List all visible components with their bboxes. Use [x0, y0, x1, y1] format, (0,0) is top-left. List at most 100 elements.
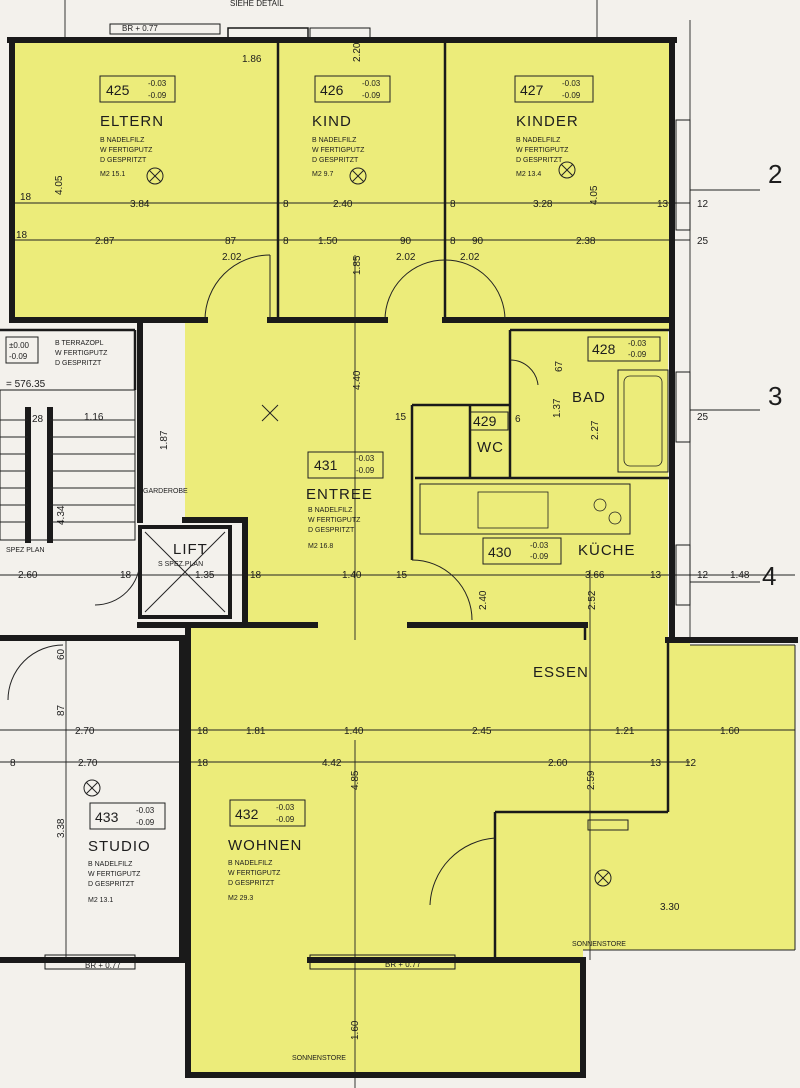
dim-lower-b: 4.42: [322, 758, 342, 769]
dim-vertical: 1.37: [552, 398, 563, 418]
dim-misc: 60: [56, 648, 67, 660]
finish-wall-426: W FERTIGPUTZ: [312, 147, 365, 154]
room-name-eltern: ELTERN: [100, 113, 164, 130]
dim-ventilation: 1.86: [242, 54, 262, 65]
dim-lower-a: 1.21: [615, 726, 635, 737]
dim-misc: 1.16: [84, 412, 104, 423]
dim-second-row: 2.02: [222, 252, 242, 263]
label-essen: ESSEN: [533, 664, 589, 681]
dim-second-row: 8: [450, 236, 456, 247]
room-code-top-431: -0.03: [356, 454, 375, 463]
dim-mid-row: 12: [697, 570, 709, 581]
dim-top-row: 13: [657, 199, 669, 210]
dim-lower-a: 2.45: [472, 726, 492, 737]
light-symbols: [83, 161, 612, 887]
room-num-428: 428: [592, 341, 616, 357]
dim-second-row: 2.02: [396, 252, 416, 263]
dim-mid-row: 3.66: [585, 570, 605, 581]
dim-vertical: 4.40: [352, 370, 363, 390]
room-code-top-426: -0.03: [362, 79, 381, 88]
dim-lower-b: 13: [650, 758, 662, 769]
dim-lower-a: 1.40: [344, 726, 364, 737]
finish-floor-427: B NADELFILZ: [516, 137, 561, 144]
label-sonnenstore-terrace: SONNENSTORE: [572, 941, 626, 948]
stair-finish-wall: W FERTIGPUTZ: [55, 350, 108, 357]
dim-top-row: 8: [450, 199, 456, 210]
dim-top-row: 8: [283, 199, 289, 210]
room-num-431: 431: [314, 457, 338, 473]
room-code-bot-427: -0.09: [562, 91, 581, 100]
sill-label-top: BR + 0.77: [122, 24, 158, 33]
dim-top-row: 3.84: [130, 199, 150, 210]
stair-finish-floor: B TERRAZOPL: [55, 340, 104, 347]
room-code-bot-430: -0.09: [530, 552, 549, 561]
room-area-426: M2 9.7: [312, 171, 334, 178]
dim-lower-a: 1.81: [246, 726, 266, 737]
room-code-bot-433: -0.09: [136, 818, 155, 827]
dim-misc: 28: [32, 414, 44, 425]
dim-second-row: 2.87: [95, 236, 115, 247]
room-code-top-432: -0.03: [276, 803, 295, 812]
stair-code-top: ±0.00: [9, 341, 30, 350]
dim-second-row: 90: [472, 236, 484, 247]
dim-top-row: 18: [20, 192, 32, 203]
dim-vertical: 4.05: [589, 185, 600, 205]
finish-floor-432: B NADELFILZ: [228, 860, 273, 867]
dim-top-row: 2.40: [333, 199, 353, 210]
room-name-kind: KIND: [312, 113, 352, 130]
dim-second-row: 1.50: [318, 236, 338, 247]
room-num-427: 427: [520, 82, 544, 98]
room-area-432: M2 29.3: [228, 895, 253, 902]
label-lift: LIFT: [173, 541, 208, 558]
room-num-432: 432: [235, 806, 259, 822]
dim-mid-row: 15: [396, 570, 408, 581]
room-number-boxes: [5, 75, 661, 830]
dim-second-row: 2.02: [460, 252, 480, 263]
room-code-bot-426: -0.09: [362, 91, 381, 100]
dim-mid-row: 13: [650, 570, 662, 581]
dim-mid-row: 1.40: [342, 570, 362, 581]
dim-vertical: 2.52: [587, 590, 598, 610]
dim-vertical: 2.27: [590, 420, 601, 440]
room-code-top-433: -0.03: [136, 806, 155, 815]
room-name-kuche: KÜCHE: [578, 541, 636, 559]
dim-misc: 6: [515, 414, 521, 425]
room-num-430: 430: [488, 544, 512, 560]
dim-lower-a: 1.60: [720, 726, 740, 737]
room-num-429: 429: [473, 413, 497, 429]
stair-treads: [0, 419, 135, 523]
finish-ceiling-432: D GESPRITZT: [228, 880, 275, 887]
room-code-bot-432: -0.09: [276, 815, 295, 824]
room-code-top-430: -0.03: [530, 541, 549, 550]
room-code-bot-425: -0.09: [148, 91, 167, 100]
dim-mid-row: 2.60: [18, 570, 38, 581]
dim-lower-a: 2.70: [75, 726, 95, 737]
room-num-433: 433: [95, 809, 119, 825]
dim-lower-b: 18: [197, 758, 209, 769]
finish-ceiling-433: D GESPRITZT: [88, 881, 135, 888]
room-area-425: M2 15.1: [100, 171, 125, 178]
dim-misc: 3.30: [660, 902, 680, 913]
finish-ceiling-427: D GESPRITZT: [516, 157, 563, 164]
finish-wall-431: W FERTIGPUTZ: [308, 517, 361, 524]
room-name-studio: STUDIO: [88, 838, 151, 855]
finish-floor-433: B NADELFILZ: [88, 861, 133, 868]
dim-misc: 87: [56, 704, 67, 716]
dim-misc: 67: [554, 360, 565, 372]
dim-vertical: 3.38: [56, 818, 67, 838]
finish-wall-425: W FERTIGPUTZ: [100, 147, 153, 154]
dim-second-row: 25: [697, 236, 709, 247]
axis-4: 4: [762, 561, 776, 591]
door-swings: [7, 254, 539, 906]
dim-second-row: 2.38: [576, 236, 596, 247]
dim-second-row: 87: [225, 236, 237, 247]
finish-ceiling-431: D GESPRITZT: [308, 527, 355, 534]
room-num-426: 426: [320, 82, 344, 98]
finish-floor-425: B NADELFILZ: [100, 137, 145, 144]
axis-3: 3: [768, 381, 782, 411]
room-name-wc: WC: [477, 439, 504, 456]
dim-vertical: 4.85: [350, 770, 361, 790]
dim-misc: 8: [10, 758, 16, 769]
dim-lower-b: 2.60: [548, 758, 568, 769]
